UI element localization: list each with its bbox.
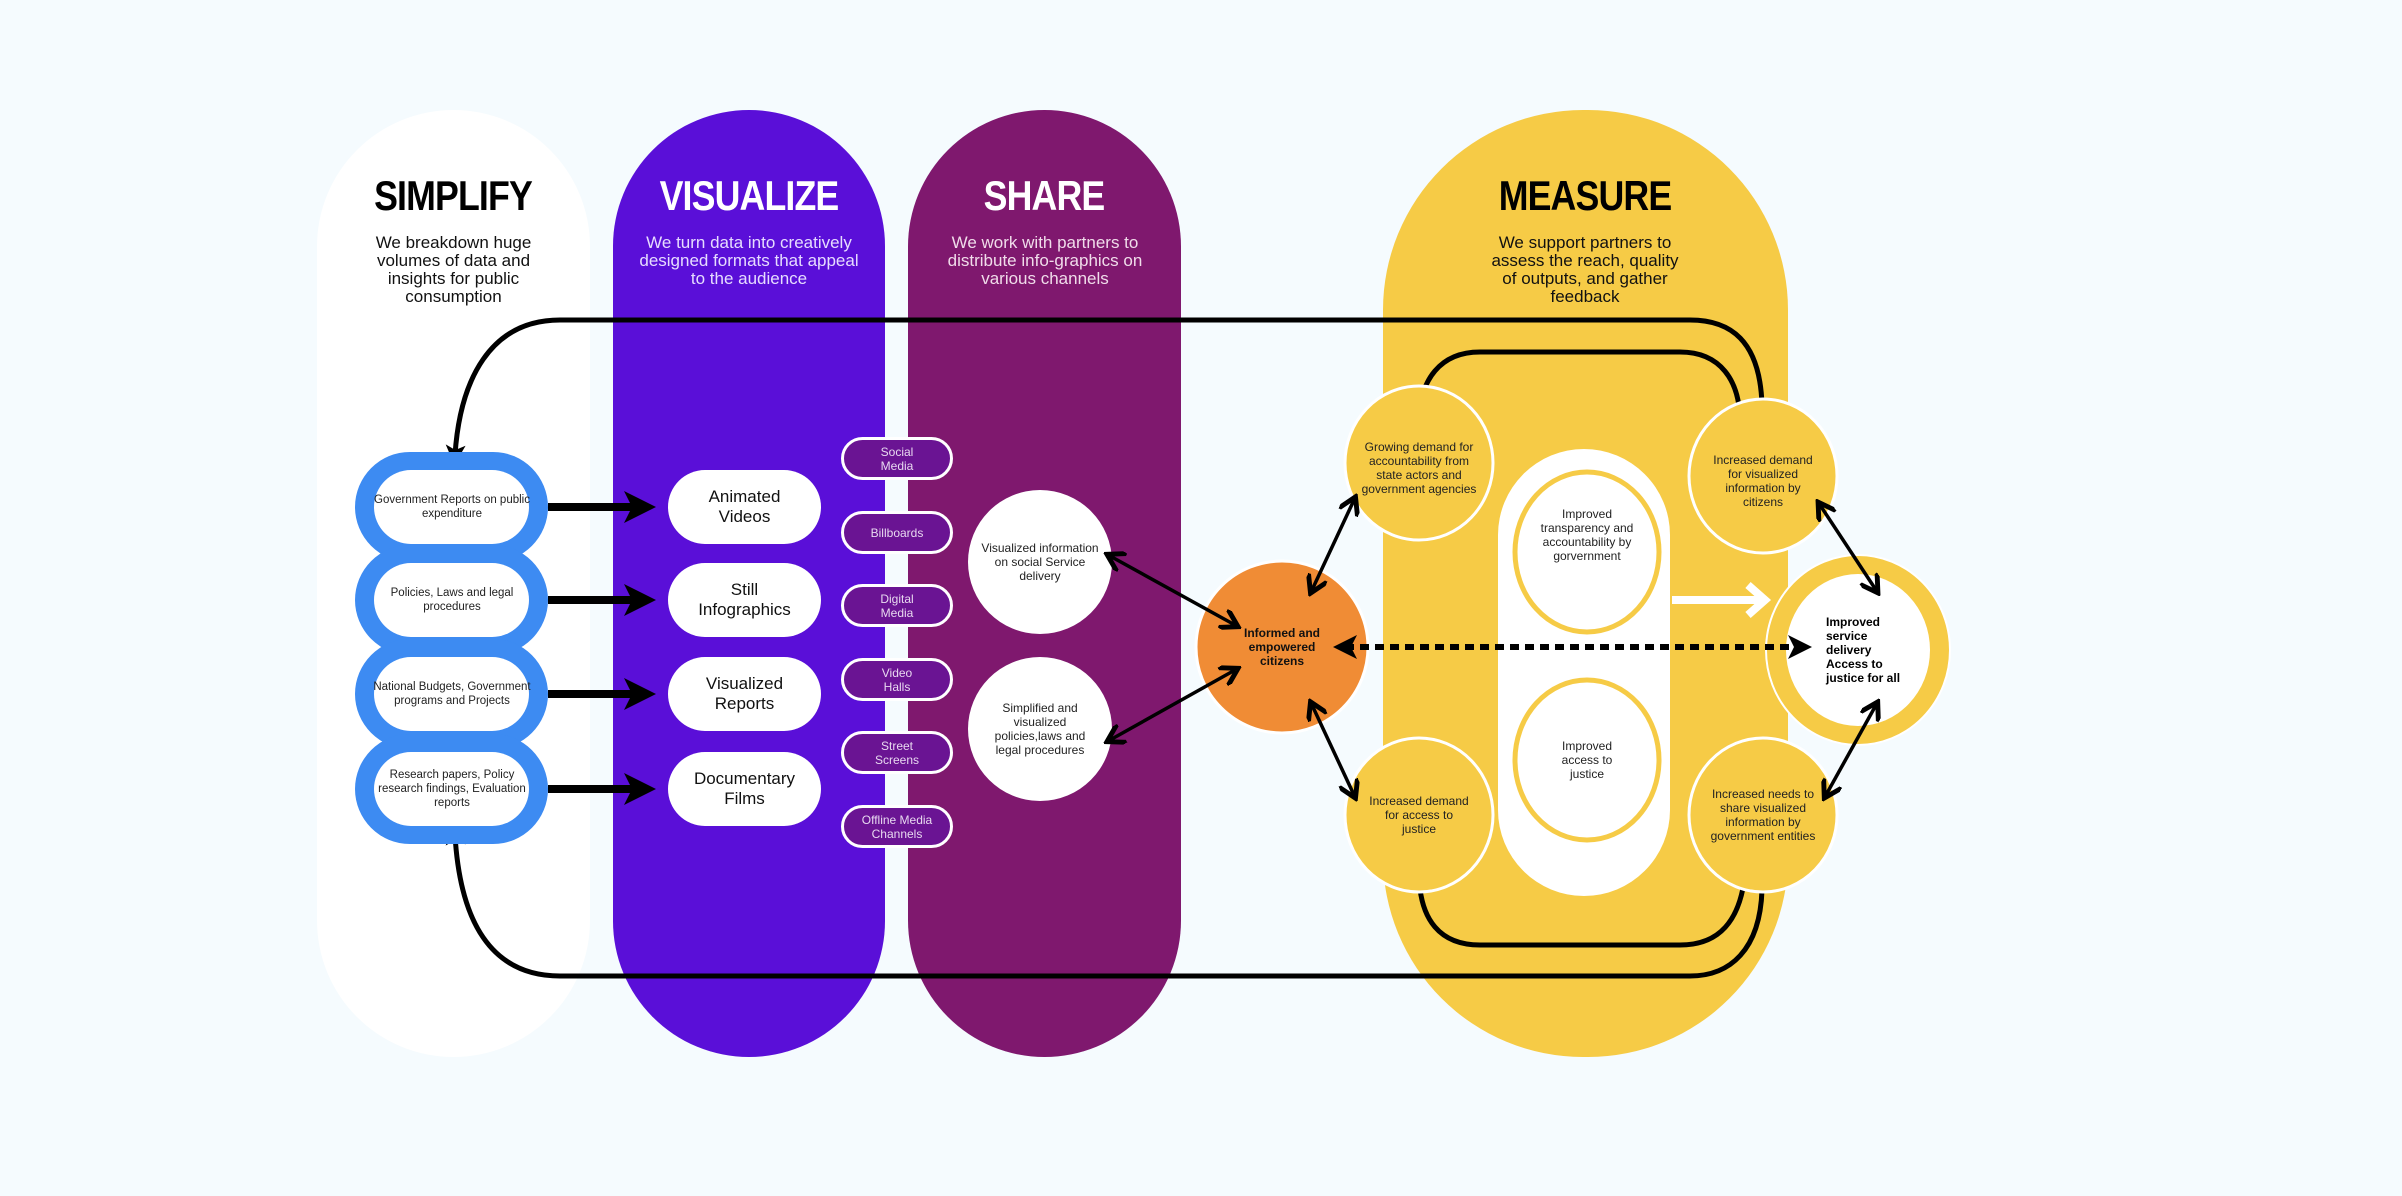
visualize-description: We turn data into creatively designed fo…: [639, 233, 859, 288]
simplify-description: We breakdown huge volumes of data and in…: [375, 233, 532, 306]
measure-loop-bottom: [1409, 865, 1754, 948]
channel-item: Social Media: [841, 437, 953, 480]
connector-arrows: [1110, 500, 1876, 795]
share-description: We work with partners to distribute info…: [947, 233, 1143, 288]
format-pills: [668, 470, 821, 826]
feedback-loop-bottom: [445, 825, 1765, 979]
format-arrows: [548, 491, 656, 805]
source-item: Research papers, Policy research finding…: [378, 769, 526, 809]
share-output: Visualized information on social Service…: [981, 541, 1099, 583]
center-node: Informed and empowered citizens: [1243, 626, 1320, 668]
format-item: Animated Videos: [708, 487, 781, 526]
simplify-title: SIMPLIFY: [374, 172, 533, 219]
measure-node-bottom-right: Increased needs to share visualized info…: [1710, 787, 1816, 843]
outcome-node: Improved service delivery Access to just…: [1826, 615, 1901, 685]
source-item: Government Reports on public expenditure: [374, 494, 530, 520]
channel-item: Digital Media: [841, 584, 953, 627]
measure-node-top-left: Growing demand for accountability from s…: [1361, 440, 1477, 496]
measure-description: We support partners to assess the reach,…: [1491, 233, 1679, 306]
measure-node-top-right: Increased demand for visualized informat…: [1713, 453, 1813, 509]
format-item: Visualized Reports: [705, 674, 784, 713]
measure-inner-top: Improved transparency and accountability…: [1540, 507, 1634, 563]
share-output: Simplified and visualized policies,laws …: [994, 701, 1086, 757]
source-item: National Budgets, Government programs an…: [373, 681, 531, 707]
source-rings: [355, 452, 548, 844]
format-item: Still Infographics: [698, 580, 791, 619]
feedback-loop-top: [445, 317, 1765, 465]
measure-title: MEASURE: [1498, 172, 1672, 219]
format-item: Documentary Films: [693, 769, 796, 808]
measure-inner-bottom: Improved access to justice: [1561, 739, 1613, 781]
measure-node-bottom-left: Increased demand for access to justice: [1369, 794, 1469, 836]
channel-item: Offline Media Channels: [841, 805, 953, 848]
source-item: Policies, Laws and legal procedures: [390, 587, 514, 613]
channel-item: Street Screens: [841, 731, 953, 774]
visualize-title: VISUALIZE: [659, 172, 840, 219]
channel-item: Video Halls: [841, 658, 953, 701]
channel-item: Billboards: [841, 511, 953, 554]
share-title: SHARE: [983, 172, 1106, 219]
